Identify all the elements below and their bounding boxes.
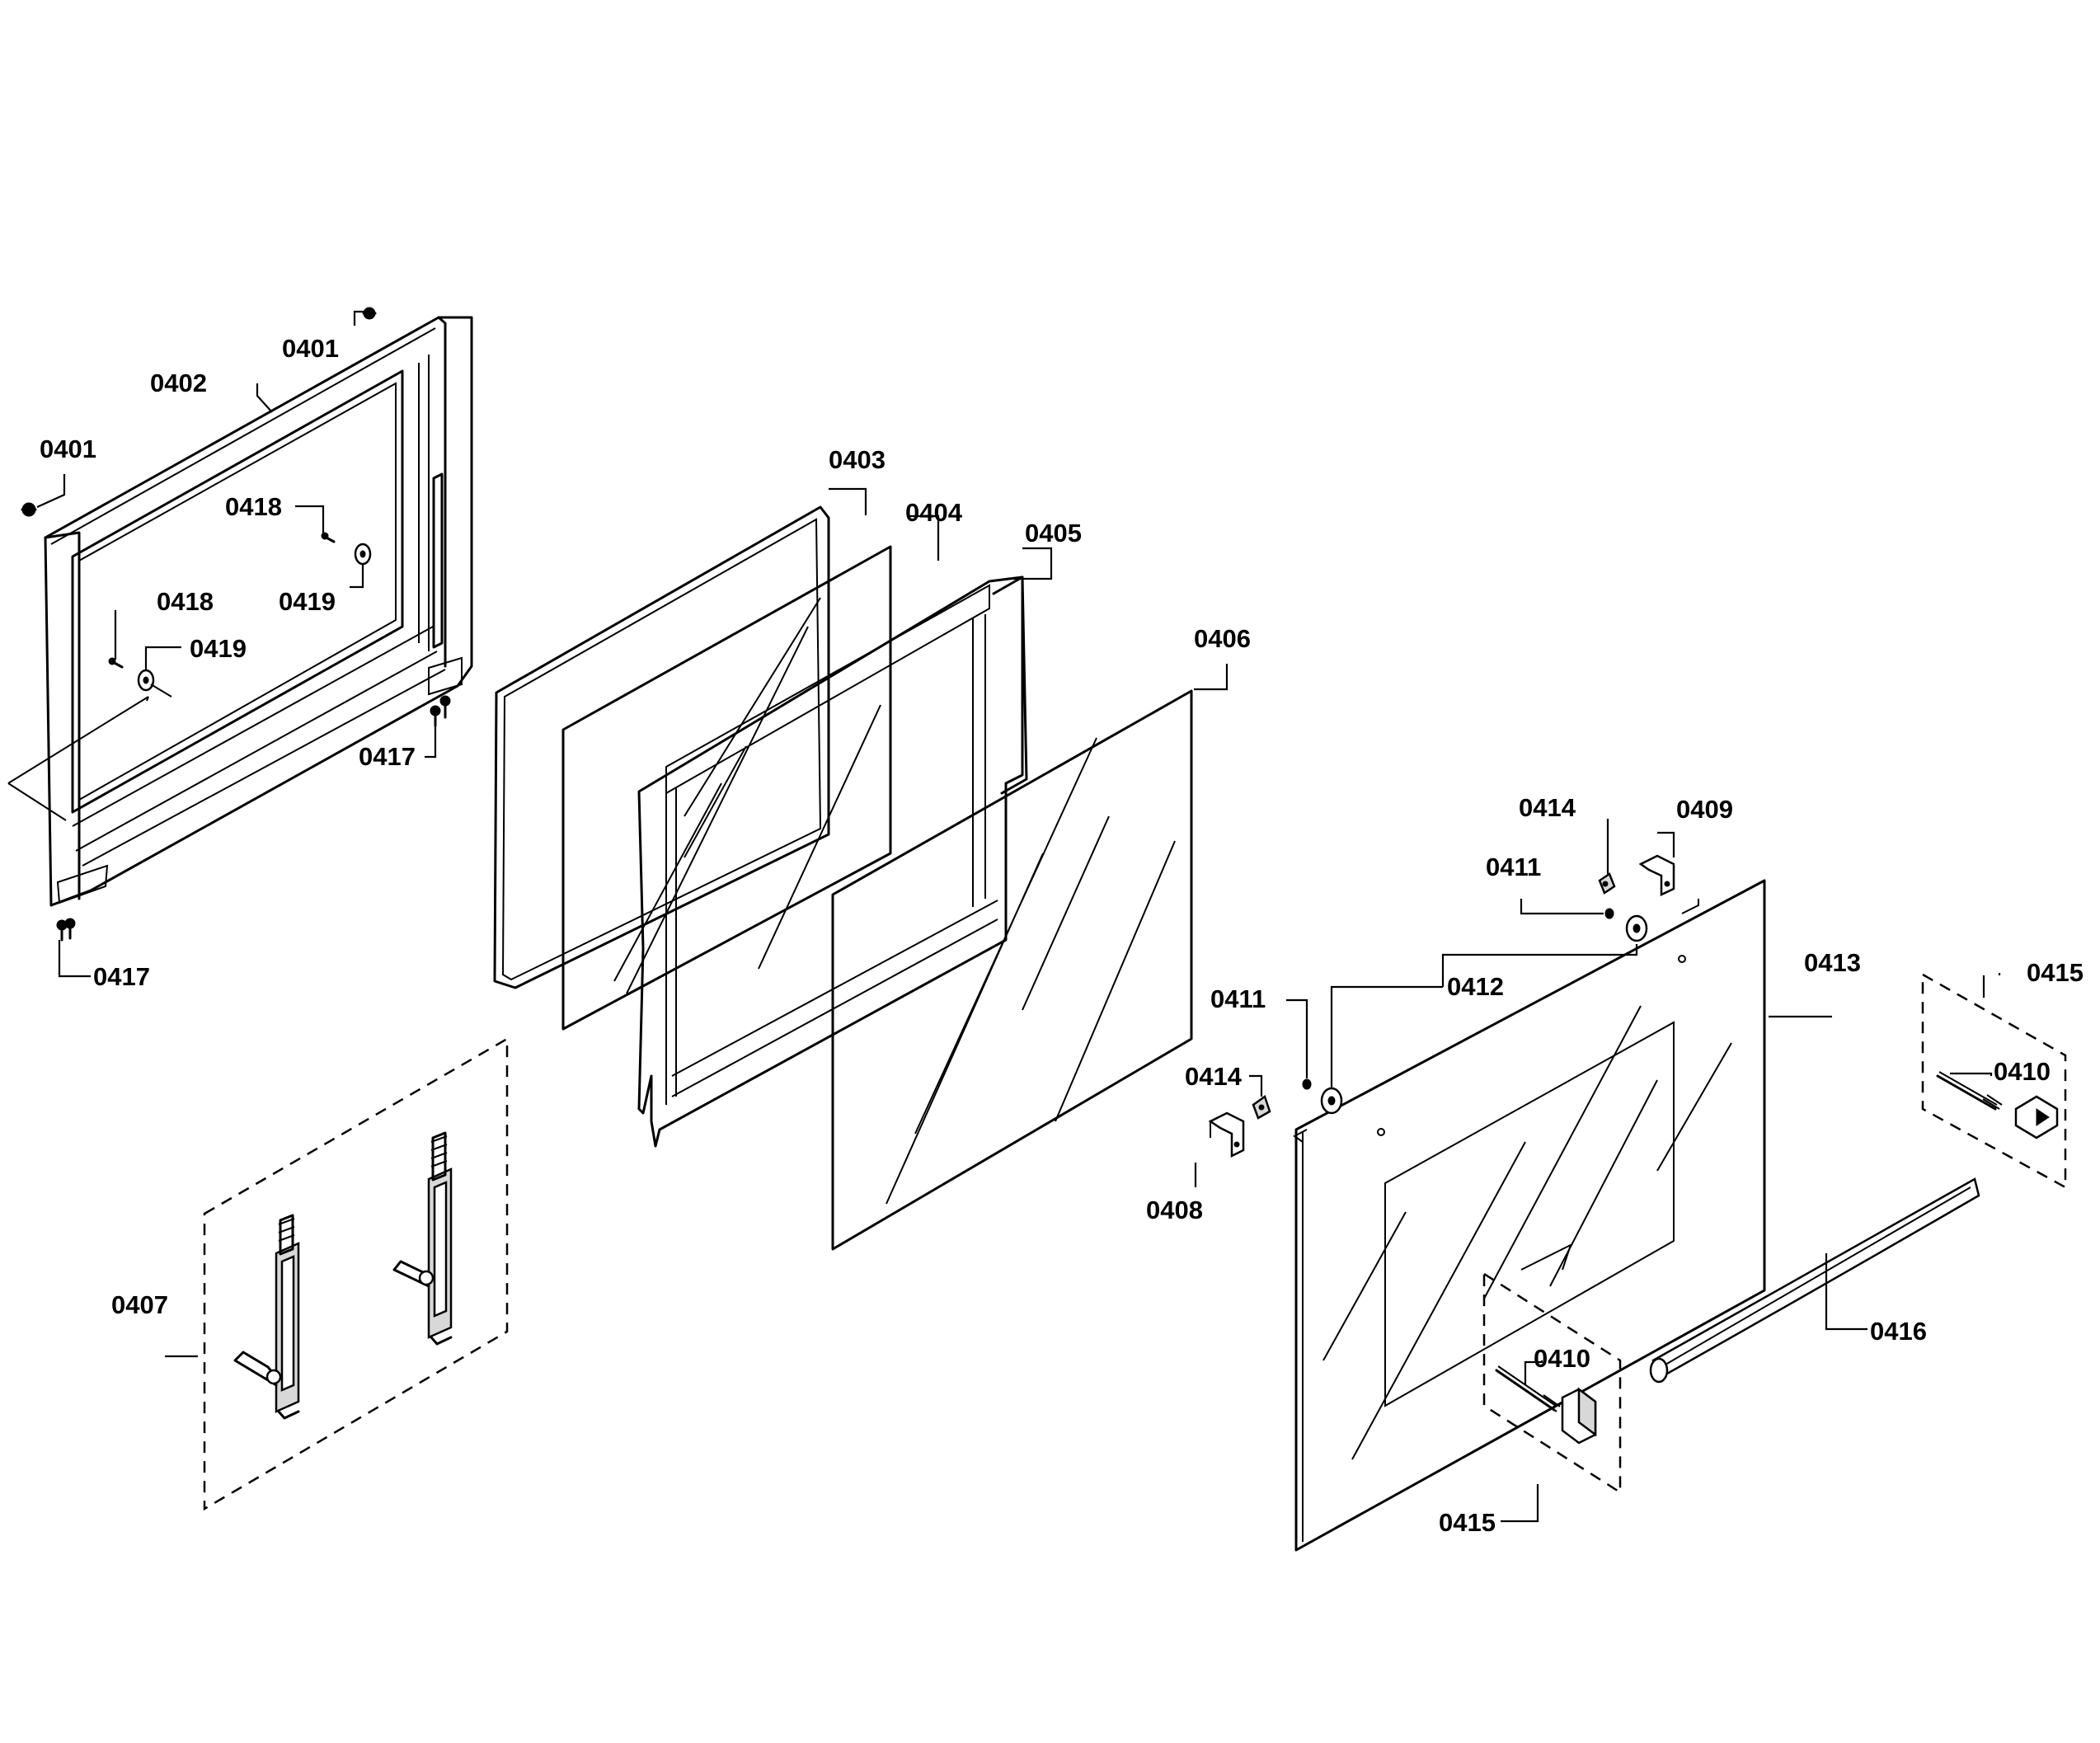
label-0401-top: 0401 — [282, 334, 339, 363]
part-0412-bushing-upper — [1625, 914, 1648, 942]
part-0404-glass-pane — [561, 545, 892, 1031]
part-0417-screw-right — [430, 695, 451, 727]
label-0413: 0413 — [1804, 948, 1861, 977]
leader-lines — [36, 310, 2001, 1523]
label-0401-left: 0401 — [40, 435, 96, 463]
part-0405-glass-frame — [637, 576, 1028, 1148]
label-0412: 0412 — [1447, 972, 1504, 1001]
label-0418-upper: 0418 — [225, 492, 282, 521]
part-0407-hinge-group — [203, 1036, 509, 1511]
label-0407: 0407 — [111, 1290, 168, 1319]
part-0413-outer-door-panel — [1293, 879, 1766, 1552]
part-0418-screw-upper — [321, 532, 336, 543]
part-0408-bracket-lower — [1208, 1111, 1245, 1158]
label-0410-right: 0410 — [1994, 1057, 2051, 1086]
part-0406-large-glass — [831, 689, 1193, 1251]
label-0417-right: 0417 — [359, 742, 416, 771]
label-0418-lower: 0418 — [157, 587, 214, 616]
part-0411-washer-upper — [1604, 908, 1614, 919]
part-0412-bushing-lower — [1320, 1087, 1343, 1115]
label-0406: 0406 — [1194, 624, 1251, 653]
label-0403: 0403 — [829, 445, 886, 474]
label-0404: 0404 — [905, 498, 963, 527]
part-0411-washer-lower — [1302, 1078, 1312, 1090]
part-0403-door-gasket — [493, 505, 830, 989]
part-0414-clip-upper — [1598, 872, 1616, 895]
label-0419-lower: 0419 — [190, 634, 247, 663]
part-0419-washer-upper — [354, 543, 372, 566]
label-0411-lower: 0411 — [1210, 984, 1266, 1013]
part-0415-handle-mount-left — [1482, 1271, 1622, 1495]
part-0417-screw-left — [56, 918, 76, 942]
washer-guide-line — [150, 684, 172, 698]
part-0401-screw-left — [21, 502, 37, 517]
label-0417-left: 0417 — [93, 962, 150, 991]
part-0409-bracket-upper — [1638, 854, 1675, 896]
label-0411-upper: 0411 — [1486, 853, 1541, 881]
label-0414-upper: 0414 — [1519, 793, 1576, 822]
hinge-left — [233, 1214, 300, 1420]
part-0419-washer-lower — [137, 669, 155, 692]
label-0416: 0416 — [1870, 1317, 1927, 1346]
label-0402: 0402 — [150, 369, 207, 397]
label-0419-upper: 0419 — [279, 587, 336, 616]
part-0418-screw-lower — [108, 657, 124, 669]
part-0415-handle-mount-right — [1921, 972, 2067, 1190]
label-0410-left: 0410 — [1534, 1344, 1590, 1373]
label-0415-right: 0415 — [2027, 958, 2084, 987]
part-0402-inner-door-frame — [7, 316, 473, 907]
label-0415-left: 0415 — [1439, 1508, 1496, 1537]
hinge-right — [392, 1131, 453, 1346]
part-0414-clip-lower — [1252, 1094, 1271, 1120]
label-0405: 0405 — [1025, 519, 1082, 547]
part-0416-handle-bar — [1649, 1177, 1980, 1384]
label-0414-lower: 0414 — [1185, 1062, 1243, 1091]
part-labels: 0401 0402 0401 0418 0419 0418 0419 0417 … — [40, 334, 2084, 1537]
label-0409: 0409 — [1676, 795, 1733, 824]
label-0408: 0408 — [1146, 1196, 1203, 1224]
part-0401-screw-top — [362, 307, 377, 320]
